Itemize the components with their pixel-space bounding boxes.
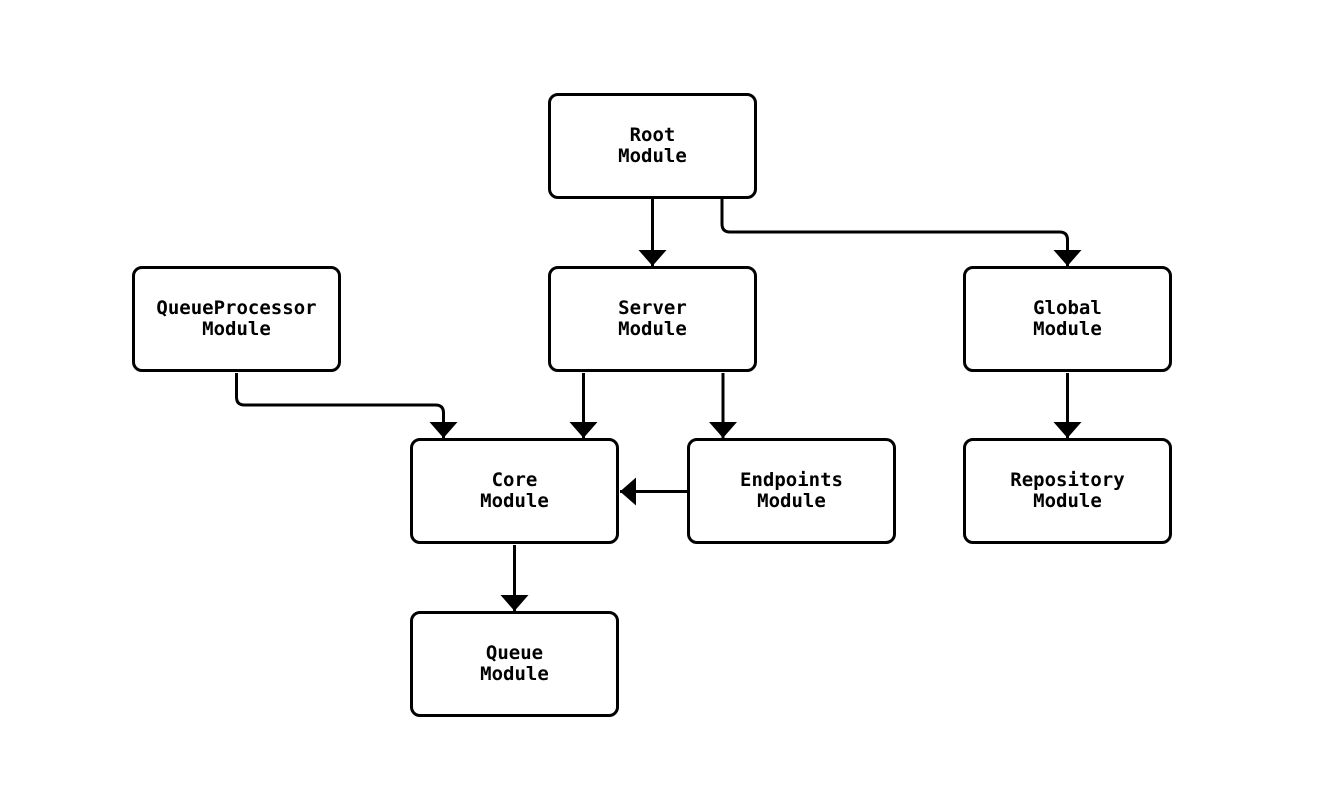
edge-queueprocessor-to-core xyxy=(235,373,458,438)
node-endpoints-module: Endpoints Module xyxy=(687,438,896,544)
node-core-module-label: Core Module xyxy=(480,468,549,512)
node-repository-module-label: Repository Module xyxy=(1010,468,1125,512)
node-core-module: Core Module xyxy=(410,438,619,544)
node-queueprocessor-module-label: QueueProcessor Module xyxy=(156,296,317,340)
node-queueprocessor-module: QueueProcessor Module xyxy=(132,266,341,372)
node-queue-module: Queue Module xyxy=(410,611,619,717)
node-root-module: Root Module xyxy=(548,93,757,199)
node-root-module-label: Root Module xyxy=(618,123,687,167)
node-endpoints-module-label: Endpoints Module xyxy=(740,468,843,512)
node-server-module: Server Module xyxy=(548,266,757,372)
edge-root-to-global xyxy=(720,199,1082,266)
node-queue-module-label: Queue Module xyxy=(480,641,549,685)
node-global-module: Global Module xyxy=(963,266,1172,372)
node-repository-module: Repository Module xyxy=(963,438,1172,544)
node-global-module-label: Global Module xyxy=(1033,296,1102,340)
node-server-module-label: Server Module xyxy=(618,296,687,340)
